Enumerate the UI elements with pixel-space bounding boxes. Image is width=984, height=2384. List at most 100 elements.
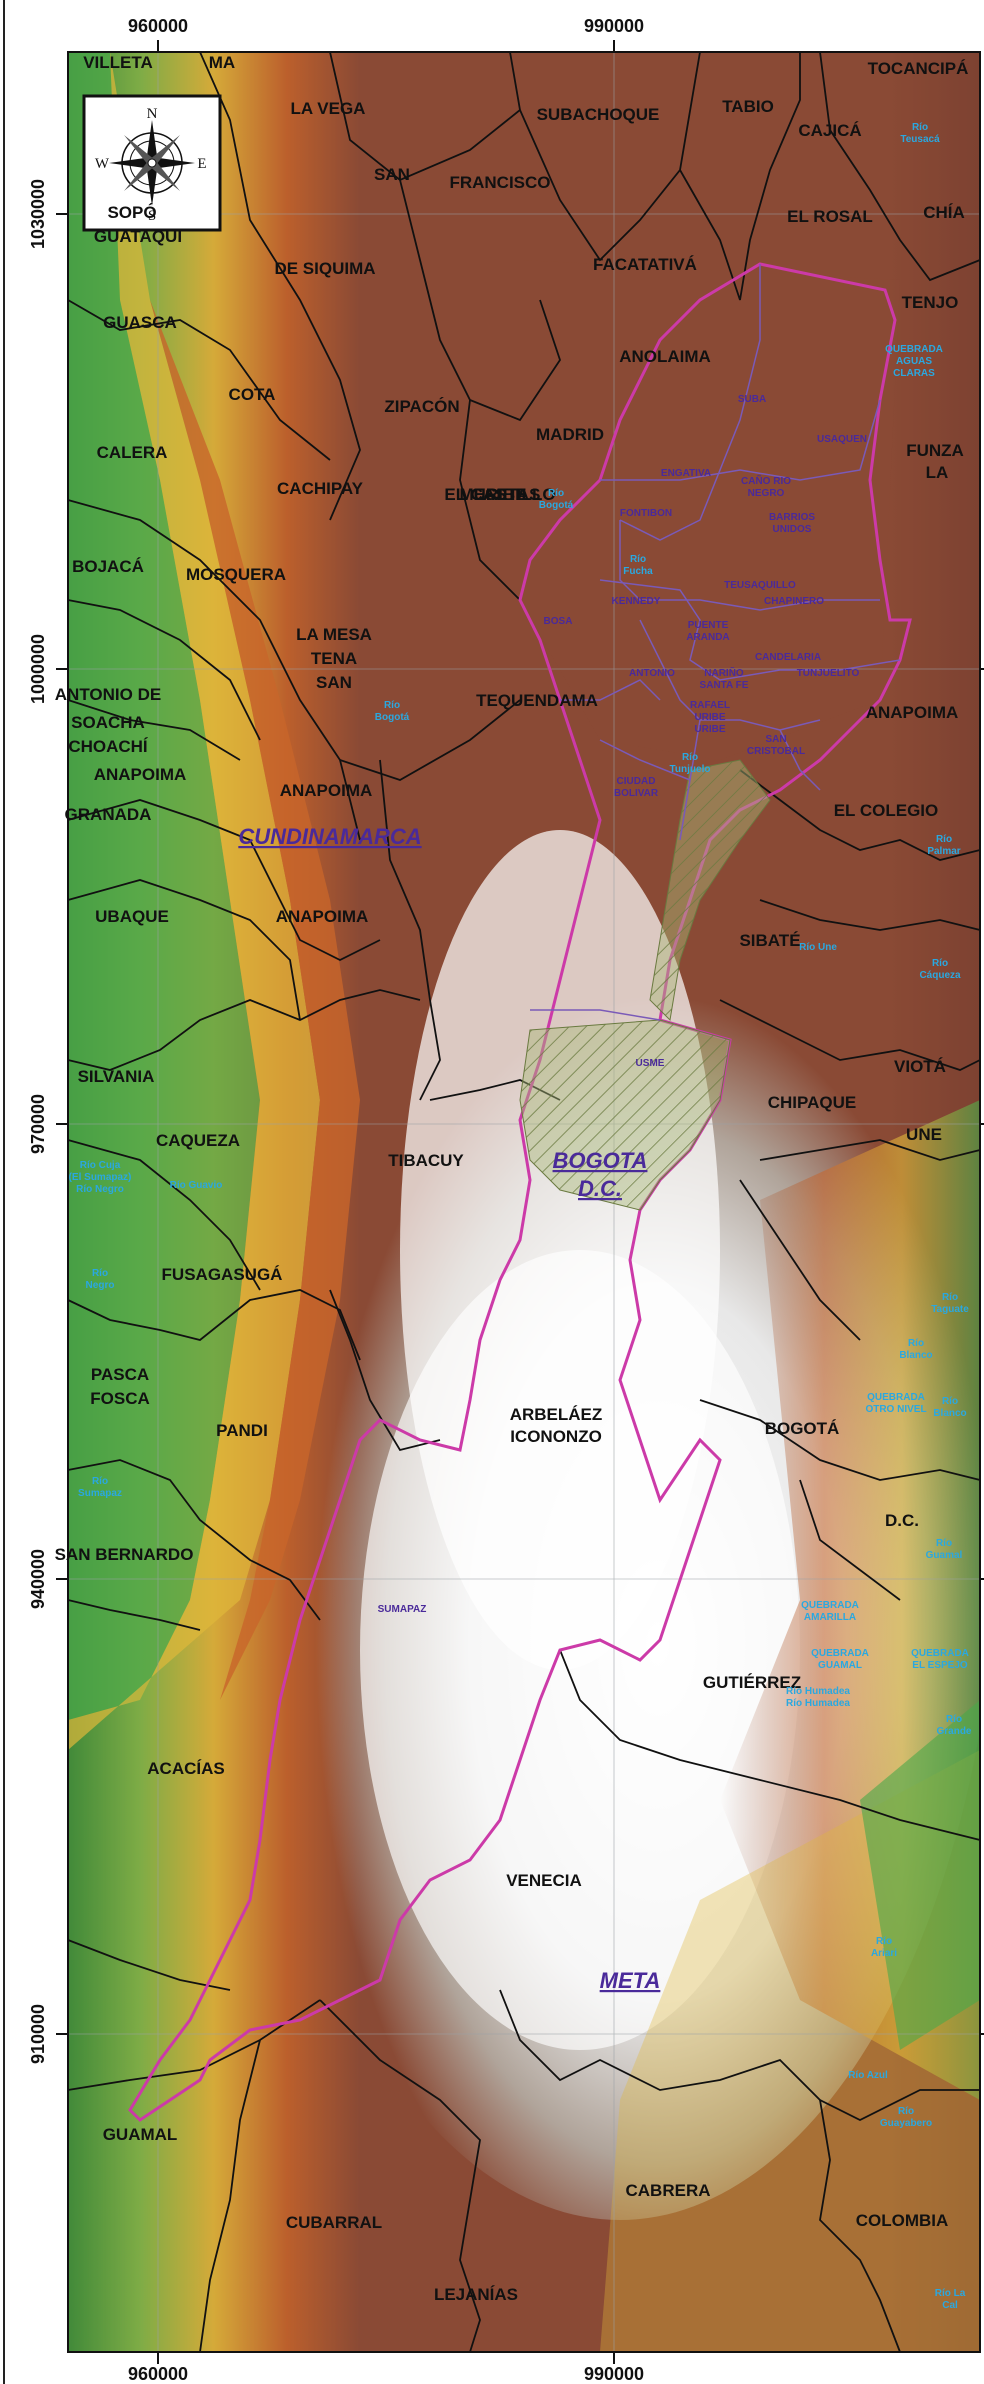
municipality-label: COLOMBIA	[856, 2211, 949, 2230]
river-label: Taguate	[931, 1304, 969, 1315]
map-frame	[67, 51, 981, 2353]
municipality-label: CAJICÁ	[798, 121, 861, 140]
municipality-label: GUASCA	[103, 313, 177, 332]
municipality-label: MESETAS	[460, 485, 541, 504]
river-label: QUEBRADA	[867, 1392, 925, 1403]
municipality-label: CACHIPAY	[277, 479, 364, 498]
river-label: Río	[946, 1714, 962, 1725]
river-label: Río	[942, 1396, 958, 1407]
municipality-label: FUSAGASUGÁ	[162, 1265, 283, 1284]
y-left-tick-label: 1000000	[28, 634, 48, 704]
river-label: Río	[682, 752, 698, 763]
river-label: Blanco	[899, 1350, 932, 1361]
municipality-label: FUNZA	[906, 441, 964, 460]
locality-label: NEGRO	[748, 488, 785, 499]
municipality-label: URIBE	[474, 485, 527, 504]
river-label: (El Sumapaz)	[69, 1172, 132, 1183]
compass-east: E	[197, 156, 206, 172]
river-label: Fucha	[623, 566, 653, 577]
river-label: Ariari	[871, 1948, 897, 1959]
municipality-label: SAN BERNARDO	[55, 1545, 194, 1564]
compass-south: S	[148, 208, 156, 224]
locality-label: CAÑO RIO	[741, 474, 791, 487]
locality-label: RAFAEL	[690, 700, 730, 711]
locality-label: KENNEDY	[612, 596, 661, 607]
river-label: Guayabero	[880, 2118, 932, 2129]
municipality-label: ARBELÁEZ	[510, 1405, 603, 1424]
river-label: Río Cuja	[80, 1160, 121, 1171]
river-label: Tunjuelo	[670, 764, 711, 775]
municipality-label: CUBARRAL	[286, 2213, 382, 2232]
river-label: Río	[936, 1538, 952, 1549]
municipality-label: MADRID	[536, 425, 604, 444]
municipality-label: CALERA	[97, 443, 168, 462]
region-label: META	[600, 1968, 661, 1993]
locality-label: FONTIBON	[620, 508, 672, 519]
municipality-label: SOPÓ	[107, 203, 156, 222]
river-label: Río Guavio	[170, 1180, 223, 1191]
municipality-label: GUATAQUI	[94, 227, 182, 246]
locality-label: CIUDAD	[617, 776, 656, 787]
locality-label: SUBA	[738, 394, 766, 405]
x-top-tick-label: 990000	[584, 16, 644, 36]
municipality-label: COTA	[229, 385, 276, 404]
municipality-label: PASCA	[91, 1365, 149, 1384]
municipality-label: FOSCA	[90, 1389, 150, 1408]
locality-label: URIBE	[694, 712, 725, 723]
municipality-label: ANAPOIMA	[276, 907, 369, 926]
river-label: CLARAS	[893, 368, 935, 379]
municipality-label: DE SIQUIMA	[274, 259, 375, 278]
locality-label: SUMAPAZ	[378, 1604, 427, 1615]
river-label: Río La	[935, 2288, 966, 2299]
municipality-label: LA VEGA	[291, 99, 366, 118]
municipality-label: BOGOTÁ	[765, 1419, 840, 1438]
municipality-label: TENA	[311, 649, 357, 668]
hatched-zone-north	[649, 759, 771, 1022]
municipality-label: MOSQUERA	[186, 565, 286, 584]
river-label: Río	[936, 834, 952, 845]
municipality-label: D.C.	[885, 1511, 919, 1530]
municipality-label: CHOACHÍ	[68, 737, 149, 756]
locality-label: ARANDA	[686, 632, 729, 643]
region-label: CUNDINAMARCA	[238, 824, 421, 849]
municipality-label: GUTIÉRREZ	[703, 1673, 801, 1692]
river-label: Río Humadea	[786, 1698, 850, 1709]
x-bottom-tick-label: 960000	[128, 2364, 188, 2384]
locality-label: TEUSAQUILLO	[724, 580, 796, 591]
locality-label: CANDELARIA	[755, 652, 821, 663]
municipality-label: VENECIA	[506, 1871, 582, 1890]
municipality-label: GUAMAL	[103, 2125, 178, 2144]
river-label: Negro	[86, 1280, 115, 1291]
river-label: Río	[548, 488, 564, 499]
locality-label: URIBE	[694, 724, 725, 735]
river-label: Río	[932, 958, 948, 969]
y-left-tick-label: 940000	[28, 1549, 48, 1609]
municipality-label: EL CASTILLO	[444, 485, 555, 504]
river-label: Blanco	[933, 1408, 966, 1419]
municipality-label: BOJACÁ	[72, 557, 144, 576]
x-top-tick-label: 960000	[128, 16, 188, 36]
river-label: Río	[92, 1268, 108, 1279]
river-label: Cal	[942, 2300, 958, 2311]
municipality-label: LA MESA	[296, 625, 372, 644]
municipality-label: SAN	[374, 165, 410, 184]
municipality-label: ANOLAIMA	[619, 347, 711, 366]
river-label: Sumapaz	[78, 1488, 122, 1499]
municipality-label: EL ROSAL	[787, 207, 873, 226]
municipality-label: ACACÍAS	[147, 1759, 224, 1778]
river-label: Río Une	[799, 942, 837, 953]
river-labels: RíoTeusacáQUEBRADAAGUASCLARASRíoBogotáRí…	[69, 122, 972, 2311]
municipality-label: LEJANÍAS	[434, 2285, 518, 2304]
municipality-label: TOCANCIPÁ	[868, 59, 969, 78]
municipality-label: CHIPAQUE	[768, 1093, 856, 1112]
compass-rose: N S E W	[82, 94, 222, 232]
river-label: QUEBRADA	[801, 1600, 859, 1611]
municipality-label: VIOTÁ	[894, 1057, 946, 1076]
x-bottom-tick-label: 990000	[584, 2364, 644, 2384]
river-label: Río	[92, 1476, 108, 1487]
locality-label: USME	[636, 1058, 665, 1069]
locality-label: USAQUEN	[817, 434, 867, 445]
